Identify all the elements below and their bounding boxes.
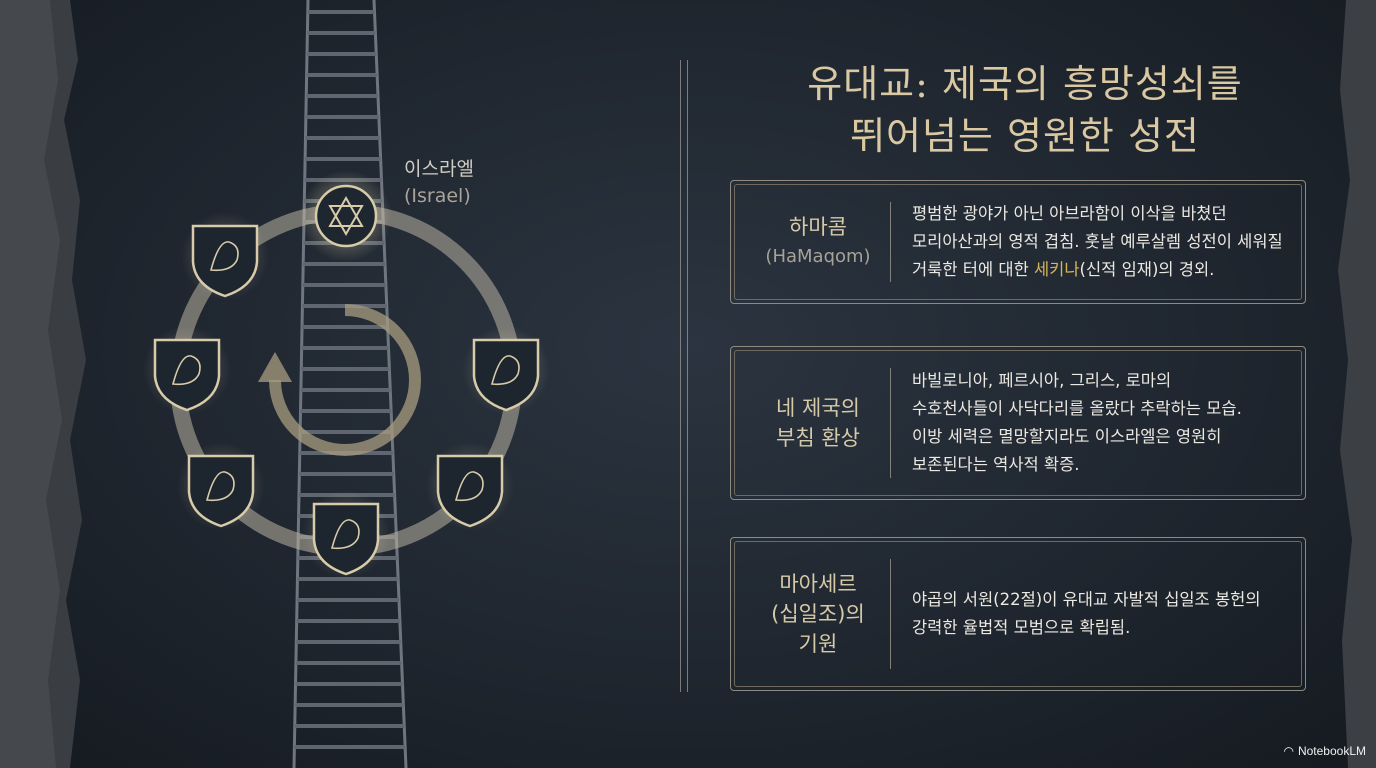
title-line-2: 뛰어넘는 영원한 성전 — [850, 114, 1200, 158]
ladder — [292, 0, 408, 768]
eagle-head-icon — [302, 490, 390, 578]
page-title: 유대교: 제국의 흥망성쇠를 뛰어넘는 영원한 성전 — [700, 58, 1350, 162]
eagle-icon — [177, 442, 265, 530]
star-of-david-icon — [314, 184, 378, 248]
card-body-line: 이방 세력은 멸망할지라도 이스라엘은 영원히 — [912, 427, 1222, 446]
title-line-1: 유대교: 제국의 흥망성쇠를 — [807, 62, 1243, 106]
eagle-icon — [426, 442, 514, 530]
card-heading-line: 하마콤 — [789, 215, 847, 239]
card-divider — [890, 368, 891, 478]
goat-icon — [462, 326, 550, 414]
card-heading-sub: (HaMaqom) — [765, 246, 871, 267]
card-body-line: 수호천사들이 사닥다리를 올랐다 추락하는 모습. — [912, 399, 1242, 418]
brand-label: NotebookLM — [1297, 744, 1366, 758]
rock-wall-left — [0, 0, 86, 768]
card-body-line: 강력한 율법적 모범으로 확립됨. — [912, 618, 1131, 637]
card-body-line: 모리아산과의 영적 겹침. 훗날 예루살렘 성전이 세워질 — [912, 232, 1283, 251]
card-heading-line: (십일조)의 — [771, 602, 865, 626]
card-divider — [890, 202, 891, 282]
lion-griffin-icon — [181, 212, 269, 300]
israel-english: (Israel) — [404, 185, 471, 207]
card-body-line: 보존된다는 역사적 확증. — [912, 455, 1080, 474]
card-body-line: 야곱의 서원(22절)이 유대교 자발적 십일조 봉헌의 — [912, 590, 1261, 609]
card-heading-line: 부침 환상 — [776, 426, 860, 450]
ram-icon — [143, 326, 231, 414]
rock-wall-right — [1338, 0, 1376, 768]
brand-watermark: ◠ NotebookLM — [1283, 744, 1366, 758]
cycle-arrowhead — [258, 352, 292, 382]
card-body-line: 평범한 광야가 아닌 아브라함이 이삭을 바쳤던 — [912, 204, 1227, 223]
card-body-line: 바빌로니아, 페르시아, 그리스, 로마의 — [912, 371, 1172, 390]
card-divider — [890, 559, 891, 669]
card-heading-line: 기원 — [798, 632, 838, 656]
card-heading: 하마콤 (HaMaqom) — [738, 180, 898, 304]
card-body-line: 거룩한 터에 대한 세키나(신적 임재)의 경외. — [912, 260, 1215, 279]
card-heading-line: 네 제국의 — [776, 396, 860, 420]
israel-name: 이스라엘 — [404, 158, 474, 180]
vertical-divider — [680, 60, 692, 692]
card-heading-line: 마아세르 — [779, 572, 857, 596]
empire-ring-diagram — [143, 170, 550, 578]
israel-label: 이스라엘 (Israel) — [404, 156, 524, 210]
cycle-arrow — [269, 304, 421, 456]
notebooklm-icon: ◠ — [1283, 744, 1294, 758]
highlight-term: 세키나 — [1034, 260, 1080, 279]
